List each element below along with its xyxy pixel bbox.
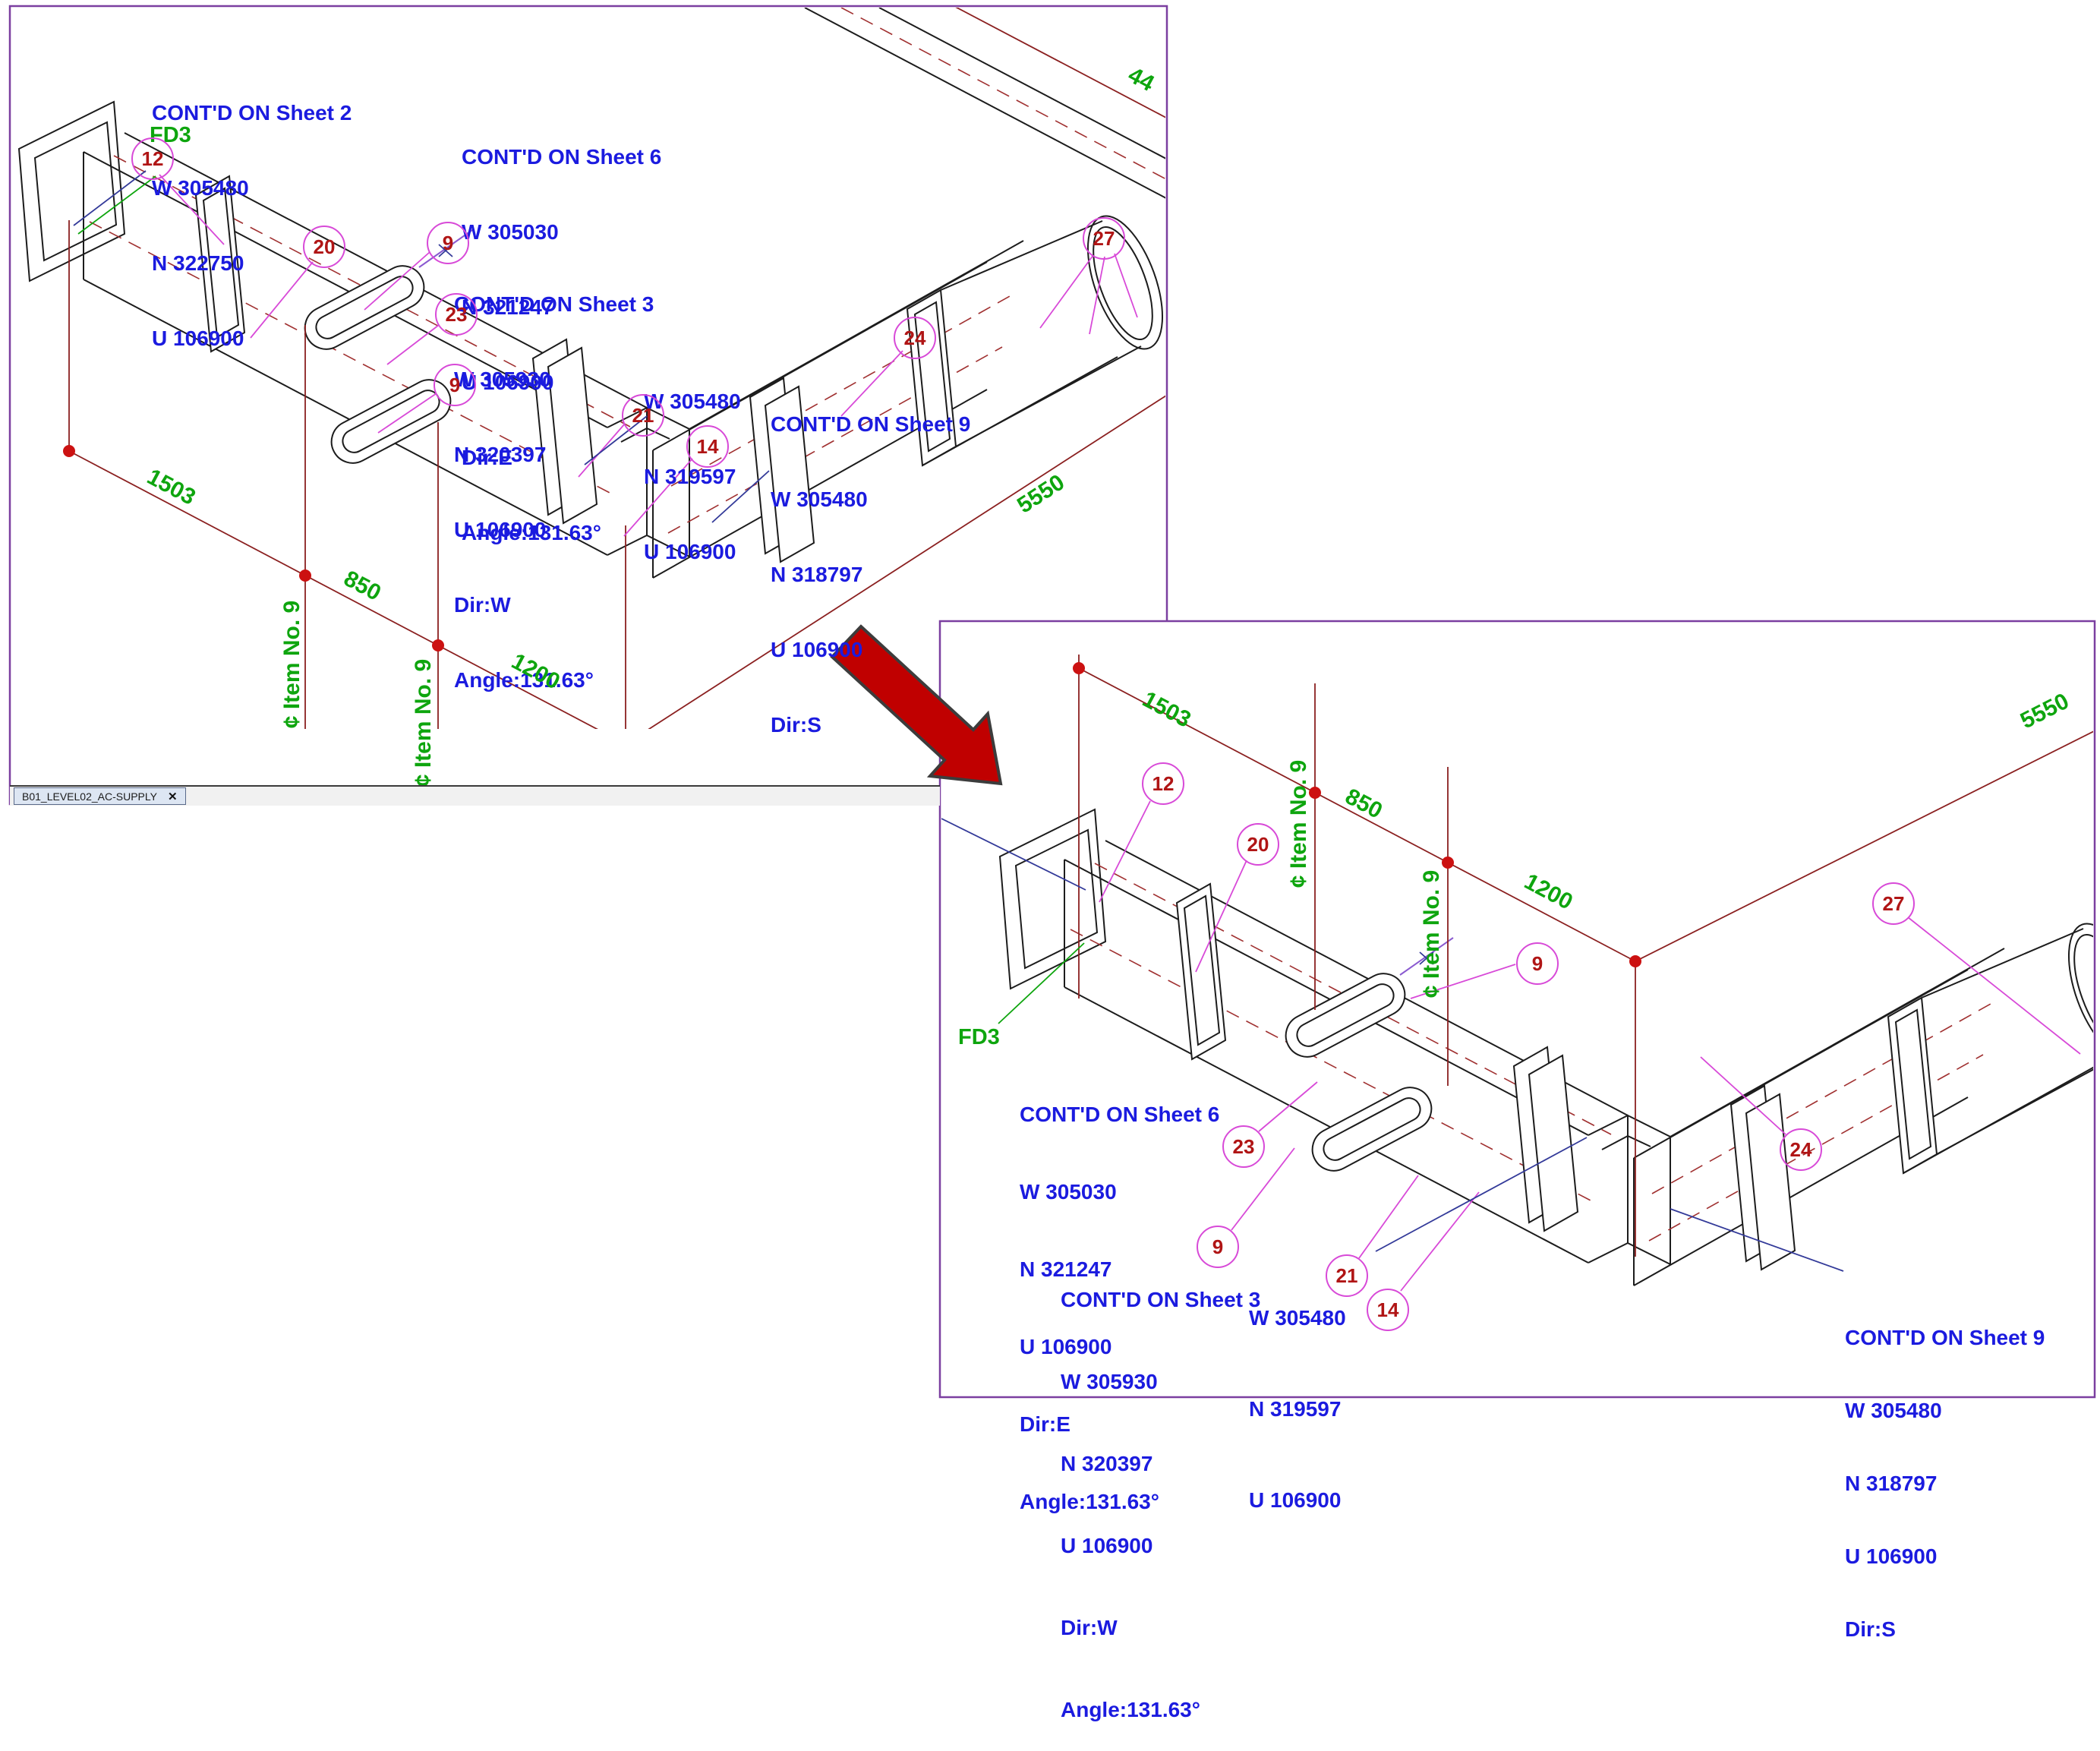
balloon-27[interactable]: 27 — [1872, 882, 1915, 925]
note-contd-sheet2: CONT'D ON Sheet 2 W 305480 N 322750 U 10… — [152, 101, 352, 350]
balloon-9[interactable]: 9 — [427, 222, 469, 264]
tab-label: B01_LEVEL02_AC-SUPPLY — [22, 790, 157, 803]
balloon-24[interactable]: 24 — [894, 317, 936, 359]
note-contd-sheet9: CONT'D ON Sheet 9 W 305480 N 318797 U 10… — [1845, 1326, 2045, 1641]
centerline-item-label: ¢ Item No. 9 — [1419, 869, 1444, 999]
balloon-27[interactable]: 27 — [1083, 217, 1125, 260]
drawing-linework — [8, 5, 2096, 1399]
note-contd-sheet3: CONT'D ON Sheet 3 W 305930 N 320397 U 10… — [1061, 1288, 1261, 1721]
note-coordinates: W 305480 N 319597 U 106900 — [644, 390, 741, 563]
balloon-20[interactable]: 20 — [303, 226, 345, 268]
note-contd-sheet3: CONT'D ON Sheet 3 W 305930 N 320397 U 10… — [454, 292, 654, 692]
balloon-23[interactable]: 23 — [1222, 1125, 1265, 1168]
centerline-item-label: ¢ Item No. 9 — [1286, 759, 1311, 888]
balloon-12[interactable]: 12 — [131, 137, 174, 180]
balloon-9[interactable]: 9 — [434, 364, 476, 406]
close-icon[interactable]: ✕ — [167, 790, 178, 803]
drawing-tab-bar: B01_LEVEL02_AC-SUPPLY ✕ — [10, 785, 940, 806]
balloon-24[interactable]: 24 — [1780, 1128, 1822, 1171]
balloon-14[interactable]: 14 — [686, 425, 729, 468]
balloon-12[interactable]: 12 — [1142, 762, 1184, 805]
tag-fd3: FD3 — [958, 1025, 1000, 1049]
balloon-9[interactable]: 9 — [1197, 1226, 1239, 1268]
tab-drawing[interactable]: B01_LEVEL02_AC-SUPPLY ✕ — [14, 787, 186, 805]
centerline-item-label: ¢ Item No. 9 — [411, 658, 436, 787]
note-contd-sheet9: CONT'D ON Sheet 9 W 305480 N 318797 U 10… — [771, 412, 971, 737]
balloon-23[interactable]: 23 — [435, 293, 478, 336]
balloon-21[interactable]: 21 — [622, 394, 664, 437]
zoom-callout-arrow — [830, 624, 1003, 786]
centerline-item-label: ¢ Item No. 9 — [279, 600, 304, 729]
balloon-9[interactable]: 9 — [1516, 942, 1559, 985]
balloon-20[interactable]: 20 — [1237, 823, 1279, 866]
cad-workspace: { "tab": { "label": "B01_LEVEL02_AC-SUPP… — [8, 5, 2096, 1721]
balloon-21[interactable]: 21 — [1326, 1254, 1368, 1297]
balloon-14[interactable]: 14 — [1367, 1289, 1409, 1331]
